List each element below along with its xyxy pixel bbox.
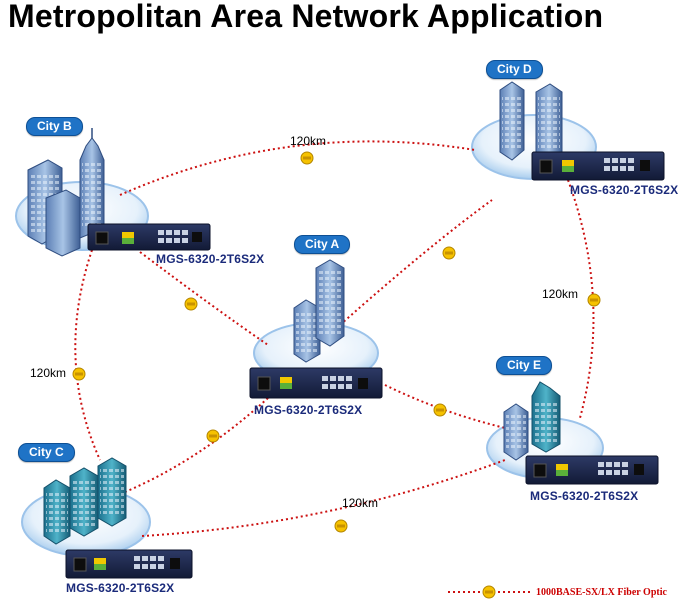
fiber-connector-icon [206,429,220,443]
switch-c [65,549,193,579]
link-b-d [119,140,476,196]
switch-b [87,223,211,251]
city-label-c: City C [18,443,75,462]
link-c-e [141,459,506,537]
fiber-connector-icon [72,367,86,381]
city-e-buildings [503,381,561,461]
switch-d [531,151,665,181]
fiber-connector-icon [300,151,314,165]
distance-label-c-e: 120km [342,496,379,510]
link-a-d [339,199,493,326]
switch-e [525,455,659,485]
page-title: Metropolitan Area Network Application [8,0,604,34]
fiber-connectors [72,151,601,533]
device-label-a: MGS-6320-2T6S2X [254,403,363,417]
city-b-buildings [27,128,105,257]
fiber-connector-icon [442,246,456,260]
distance-label-b-c: 120km [30,366,67,380]
device-label-e: MGS-6320-2T6S2X [530,489,639,503]
legend-fiber-line [448,585,530,599]
link-a-c [124,397,269,493]
distance-label-d-e: 120km [542,287,579,301]
link-b-c [74,249,101,461]
fiber-connector-icon [587,293,601,307]
fiber-connector-icon [482,585,496,599]
distance-label-b-d: 120km [290,134,327,148]
device-label-c: MGS-6320-2T6S2X [66,581,175,595]
fiber-connector-icon [433,403,447,417]
city-label-e: City E [496,356,553,375]
city-label-a: City A [294,235,351,254]
legend-label: 1000BASE-SX/LX Fiber Optic [536,587,667,598]
city-a-buildings [293,259,345,363]
fiber-connector-icon [334,519,348,533]
link-b-a [139,251,269,346]
link-d-e [567,179,595,419]
city-label-d: City D [486,60,543,79]
device-label-d: MGS-6320-2T6S2X [570,183,679,197]
device-label-b: MGS-6320-2T6S2X [156,252,265,266]
city-label-b: City B [26,117,83,136]
fiber-connector-icon [184,297,198,311]
fiber-links [74,140,595,537]
city-d-buildings [499,81,563,163]
switch-a [249,367,383,399]
city-c-buildings [43,457,127,545]
